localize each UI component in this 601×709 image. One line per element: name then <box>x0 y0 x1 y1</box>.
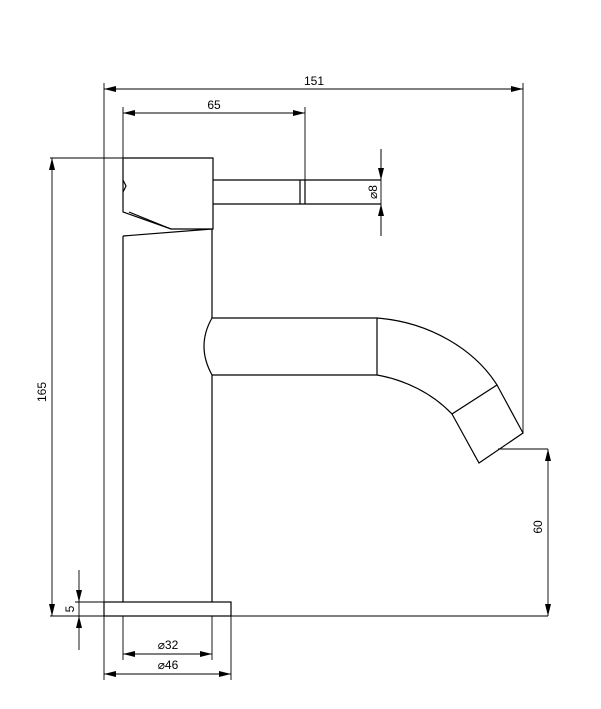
spout-outlet <box>451 384 524 464</box>
lever-handle <box>122 157 214 230</box>
spout-joint <box>203 317 213 376</box>
dim-total-height: 165 <box>35 382 49 402</box>
dim-base-diameter: ⌀46 <box>158 658 179 672</box>
body-cap <box>122 228 213 237</box>
dim-body-diameter: ⌀32 <box>158 638 179 652</box>
dim-lever-reach: 65 <box>207 98 221 112</box>
dim-lever-diameter: ⌀8 <box>366 185 380 199</box>
dim-spout-height: 60 <box>531 520 545 534</box>
arrowheads <box>49 86 551 677</box>
extension-lines <box>50 83 548 680</box>
dimension-labels: 151 65 ⌀8 165 60 5 ⌀32 ⌀46 <box>35 74 545 672</box>
handle-notch <box>122 179 127 193</box>
dimension-lines <box>51 88 549 675</box>
spout-curve <box>376 317 498 415</box>
body-column <box>122 229 213 602</box>
handle-bevel <box>128 211 172 230</box>
dim-overall-width: 151 <box>304 74 324 88</box>
spout-pipe <box>212 317 378 376</box>
dim-base-thickness: 5 <box>63 605 77 612</box>
base-plate <box>103 601 232 617</box>
faucet-outline <box>103 157 524 617</box>
lever-rod <box>213 179 381 205</box>
